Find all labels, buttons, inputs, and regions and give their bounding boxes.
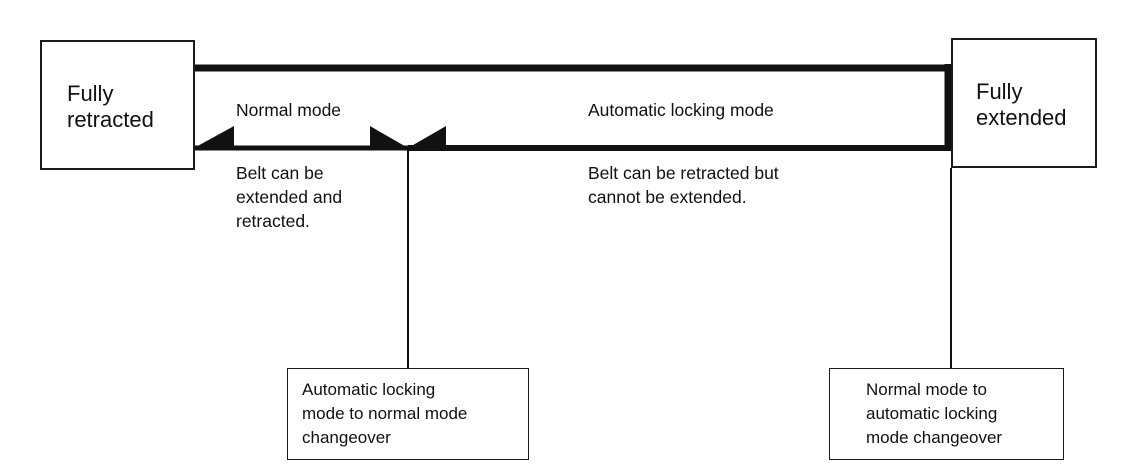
normal-mode-arrowhead-left [194, 126, 234, 150]
fully-retracted-label: Fully retracted [67, 81, 154, 132]
normal-mode-label: Normal mode [236, 100, 342, 120]
auto-to-normal-callout-text: Automatic locking mode to normal mode ch… [302, 380, 468, 447]
fully-extended-label: Fully extended [976, 79, 1067, 130]
automatic-mode-arrowhead-left [408, 126, 446, 150]
normal-mode-description: Belt can be extended and retracted. [236, 163, 343, 231]
automatic-mode-description: Belt can be retracted but cannot be exte… [588, 163, 779, 207]
normal-to-auto-callout-box [829, 368, 1064, 460]
normal-mode-arrowhead-right [370, 126, 408, 150]
auto-to-normal-callout-box [287, 368, 529, 460]
normal-to-auto-callout-text: Normal mode to automatic locking mode ch… [866, 380, 1003, 447]
fully-retracted-box [40, 40, 195, 170]
fully-extended-box [951, 38, 1097, 168]
automatic-locking-mode-label: Automatic locking mode [588, 100, 774, 120]
